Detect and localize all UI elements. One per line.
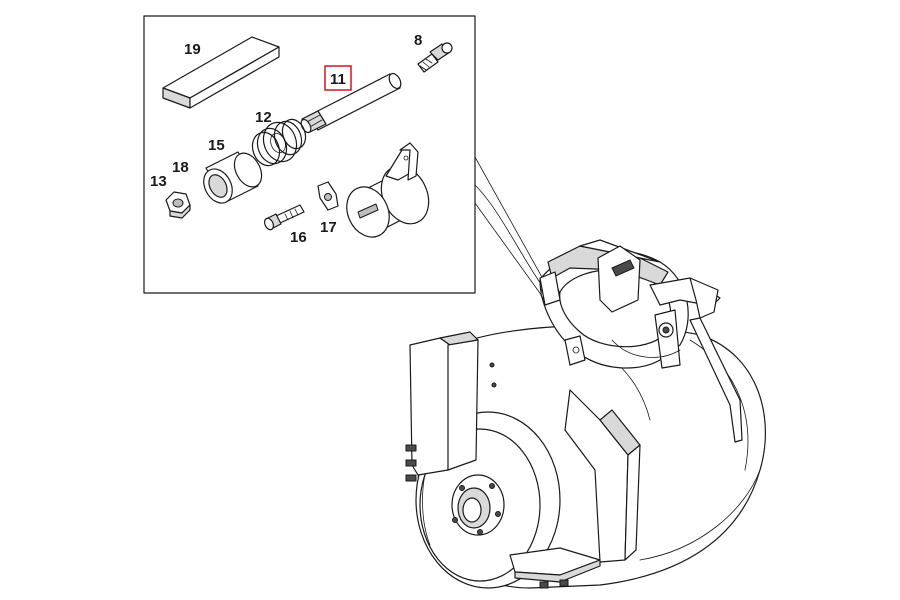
part-15-bushing bbox=[203, 151, 263, 204]
detail-leader-lines bbox=[474, 156, 549, 297]
callout-12: 12 bbox=[255, 109, 272, 126]
part-8-grease-fitting bbox=[417, 42, 453, 73]
part-11-pin bbox=[300, 72, 402, 134]
detail-inset bbox=[143, 15, 476, 294]
callout-11-highlight bbox=[324, 65, 352, 91]
callout-19: 19 bbox=[184, 41, 201, 58]
part-12-spring bbox=[251, 118, 307, 167]
callout-16: 16 bbox=[290, 229, 307, 246]
callout-18: 18 bbox=[172, 159, 189, 176]
callout-17: 17 bbox=[320, 219, 337, 236]
tank-assembly bbox=[405, 324, 766, 589]
callout-11: 11 bbox=[330, 71, 346, 88]
hinge-housing bbox=[346, 142, 430, 238]
callout-8: 8 bbox=[414, 32, 422, 49]
part-19-pad bbox=[162, 36, 280, 109]
callout-labels: 19 8 11 12 15 18 13 16 17 bbox=[150, 32, 422, 246]
callout-15: 15 bbox=[208, 137, 225, 154]
hinge-latch-assembly bbox=[539, 239, 743, 443]
part-16-bolt bbox=[263, 204, 305, 231]
part-13-nut bbox=[165, 191, 191, 219]
part-17-tab-washer bbox=[317, 181, 339, 211]
callout-13: 13 bbox=[150, 173, 167, 190]
